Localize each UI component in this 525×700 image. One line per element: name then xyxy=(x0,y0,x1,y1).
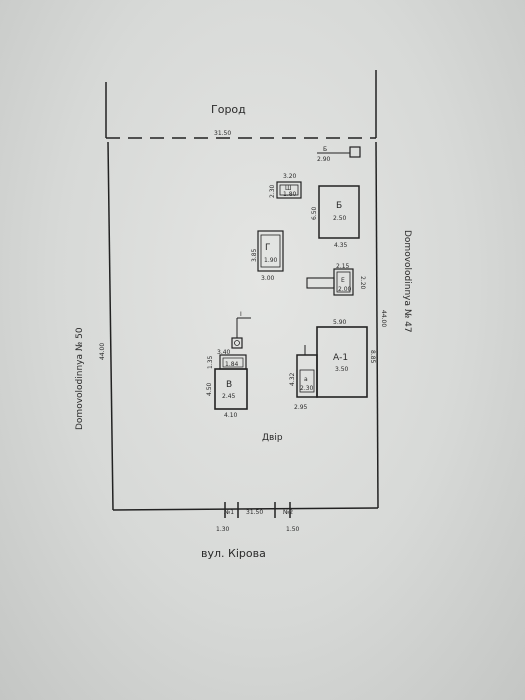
gate2-name: №2 xyxy=(283,509,293,516)
well-name: I xyxy=(240,311,242,318)
bottom-width-label: 31.50 xyxy=(246,509,263,516)
g-inner xyxy=(260,234,281,268)
bottom-boundary xyxy=(112,507,379,511)
b-building xyxy=(318,185,360,239)
v-bottom-dim: 4.10 xyxy=(224,412,238,419)
yard-label: Двір xyxy=(262,433,283,443)
left-boundary xyxy=(107,141,114,511)
b-name: Б xyxy=(336,201,342,211)
g-bottom-dim: 3.00 xyxy=(261,275,275,282)
e-annex xyxy=(306,277,335,289)
v-dim: 2.45 xyxy=(222,393,236,400)
a-extension xyxy=(296,354,318,398)
top-width-label: 31.50 xyxy=(214,130,231,137)
sh-side-dim: 2.30 xyxy=(269,184,276,198)
a1-name: А-1 xyxy=(333,353,348,363)
sh-name: Ш xyxy=(285,185,291,192)
small-b-box xyxy=(349,146,361,158)
right-length-label: 44.00 xyxy=(380,310,387,327)
gate1-width: 1.30 xyxy=(216,526,230,533)
left-length-label: 44.00 xyxy=(99,343,106,360)
top-neighbor-label: Город xyxy=(211,103,246,116)
b-bottom-dim: 4.35 xyxy=(334,242,348,249)
sh-building xyxy=(276,181,302,199)
g-name: Г xyxy=(265,243,271,253)
a-name: а xyxy=(304,376,308,383)
e-name: Е xyxy=(341,277,345,284)
a-side-dim: 4.32 xyxy=(289,372,296,386)
right-boundary xyxy=(375,141,379,509)
v-side-dim: 4.50 xyxy=(206,382,213,396)
a-inner xyxy=(299,369,315,393)
g-side-dim: 3.85 xyxy=(251,248,258,262)
v-sub-dim: 1.84 xyxy=(225,361,239,368)
sh-inner xyxy=(279,184,299,196)
e-top-dim: 2.15 xyxy=(336,263,350,270)
gate1-name: №1 xyxy=(224,509,234,516)
well-box xyxy=(231,337,243,349)
g-building xyxy=(257,230,284,272)
a-dim: 2.30 xyxy=(300,385,314,392)
a1-dim: 3.50 xyxy=(335,366,349,373)
small-b-name: Б xyxy=(323,146,327,153)
street-label: вул. Кірова xyxy=(201,547,266,560)
e-side-dim: 2.20 xyxy=(359,276,366,290)
a1-top-dim: 5.90 xyxy=(333,319,347,326)
well-circle xyxy=(234,340,240,346)
v-name: В xyxy=(226,380,232,390)
small-b-dim: 2.90 xyxy=(317,156,331,163)
e-inner xyxy=(336,271,351,293)
g-dim: 1.90 xyxy=(264,257,278,264)
left-side-label: Domovolodinnya № 50 xyxy=(75,327,85,430)
v-building xyxy=(214,368,248,410)
a1-side-dim: 8.85 xyxy=(369,350,376,364)
b-side-dim: 6.50 xyxy=(311,206,318,220)
v-top2-dim: 1.35 xyxy=(207,355,214,369)
right-side-label: Domovolodinnya № 47 xyxy=(402,230,412,333)
v-porch-inner xyxy=(222,357,244,368)
b-dim: 2.50 xyxy=(333,215,347,222)
sh-dim: 1.80 xyxy=(283,191,297,198)
gate2-width: 1.50 xyxy=(286,526,300,533)
sh-top-dim: 3.20 xyxy=(283,173,297,180)
a-bottom-dim: 2.95 xyxy=(294,404,308,411)
v-top1-dim: 3.40 xyxy=(217,349,231,356)
e-dim: 2.00 xyxy=(338,286,352,293)
